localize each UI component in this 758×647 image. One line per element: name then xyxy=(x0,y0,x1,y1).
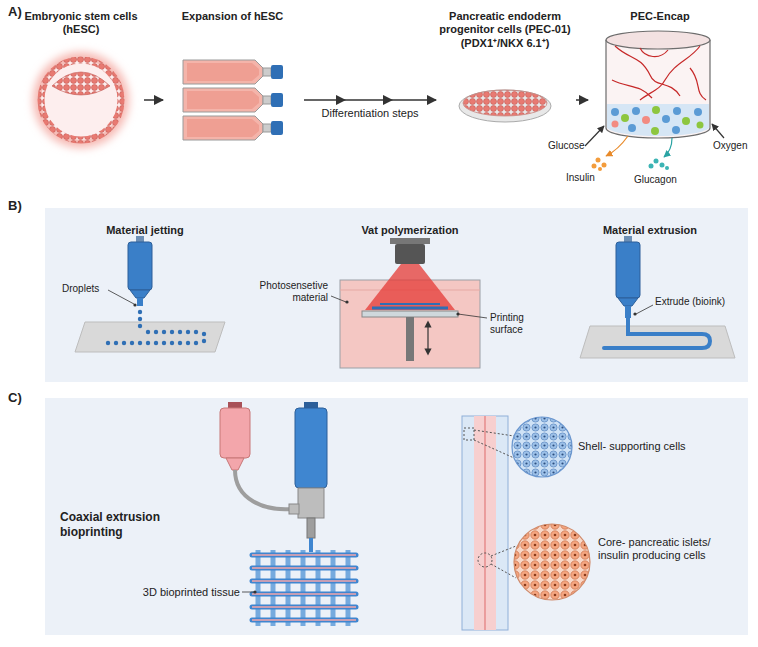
callout-label: Oxygen xyxy=(713,140,753,152)
callout-label: Glucagon xyxy=(634,174,684,186)
panel: Embryonic stem cells (hESC) Expansion of … xyxy=(0,0,758,196)
flow-arrow xyxy=(144,99,163,101)
node-heading: Shell- supporting cells xyxy=(578,440,703,453)
callout-label: Extrude (bioink) xyxy=(655,296,741,308)
coaxial-fiber xyxy=(462,416,516,630)
culture-flasks xyxy=(183,60,283,140)
method: Material extrusion xyxy=(570,218,732,370)
panel-ground xyxy=(45,208,748,382)
node-heading: Embryonic stem cells (hESC) xyxy=(22,10,140,36)
edge-label: Differentiation steps xyxy=(322,107,419,120)
node-heading: (PDX1⁺/NKX 6.1⁺) xyxy=(438,37,572,50)
panel-ground xyxy=(45,398,748,635)
panel-letter: C) xyxy=(8,390,22,406)
callout-label: Droplets xyxy=(62,283,106,295)
coaxial-printer xyxy=(220,402,327,552)
panel-letter: A) xyxy=(8,4,22,20)
node-heading: Material jetting xyxy=(70,224,220,237)
node-heading: Core- pancreatic islets/ insulin produci… xyxy=(598,536,743,562)
callout-label: Printing surface xyxy=(490,312,552,336)
flow-arrow xyxy=(304,99,436,101)
secretion-arrows xyxy=(585,124,724,171)
bioprinted-mesh xyxy=(242,550,356,626)
node-heading: Material extrusion xyxy=(570,224,730,237)
blastocyst xyxy=(33,52,129,148)
node-heading: PEC-Encap xyxy=(590,10,730,23)
node-heading: Vat polymerization xyxy=(330,224,490,237)
stage: PEC-Encap xyxy=(590,8,732,158)
panel: Material jetting Vat polymerization Materi… xyxy=(45,208,748,382)
zoom-node: Core- pancreatic islets/ insulin produci… xyxy=(503,516,748,606)
node-heading: Expansion of hESC xyxy=(165,10,300,23)
panel-letter: B) xyxy=(8,198,22,214)
flow-arrow xyxy=(576,99,588,101)
callout-label: Photosensetive material xyxy=(250,280,328,304)
zoom-node: Shell- supporting cells xyxy=(505,412,705,484)
callout-label: Glucose xyxy=(548,140,590,152)
stage: Embryonic stem cells (hESC) xyxy=(22,8,142,158)
panel-title: Coaxial extrusion bioprinting xyxy=(60,510,190,540)
stage: Expansion of hESC xyxy=(165,8,302,158)
encapsulation-device xyxy=(606,31,710,138)
callout-label: 3D bioprinted tissue xyxy=(130,586,240,599)
vat-printer xyxy=(331,238,487,368)
panel: Shell- supporting cellsCore- pancreatic … xyxy=(45,398,748,635)
method: Vat polymerization xyxy=(330,218,492,370)
stage: Pancreatic endoderm progenitor cells (PE… xyxy=(438,8,574,158)
callout-label: Insulin xyxy=(566,172,606,184)
petri-dish xyxy=(459,90,551,122)
node-heading: Pancreatic endoderm progenitor cells (PE… xyxy=(438,10,572,36)
